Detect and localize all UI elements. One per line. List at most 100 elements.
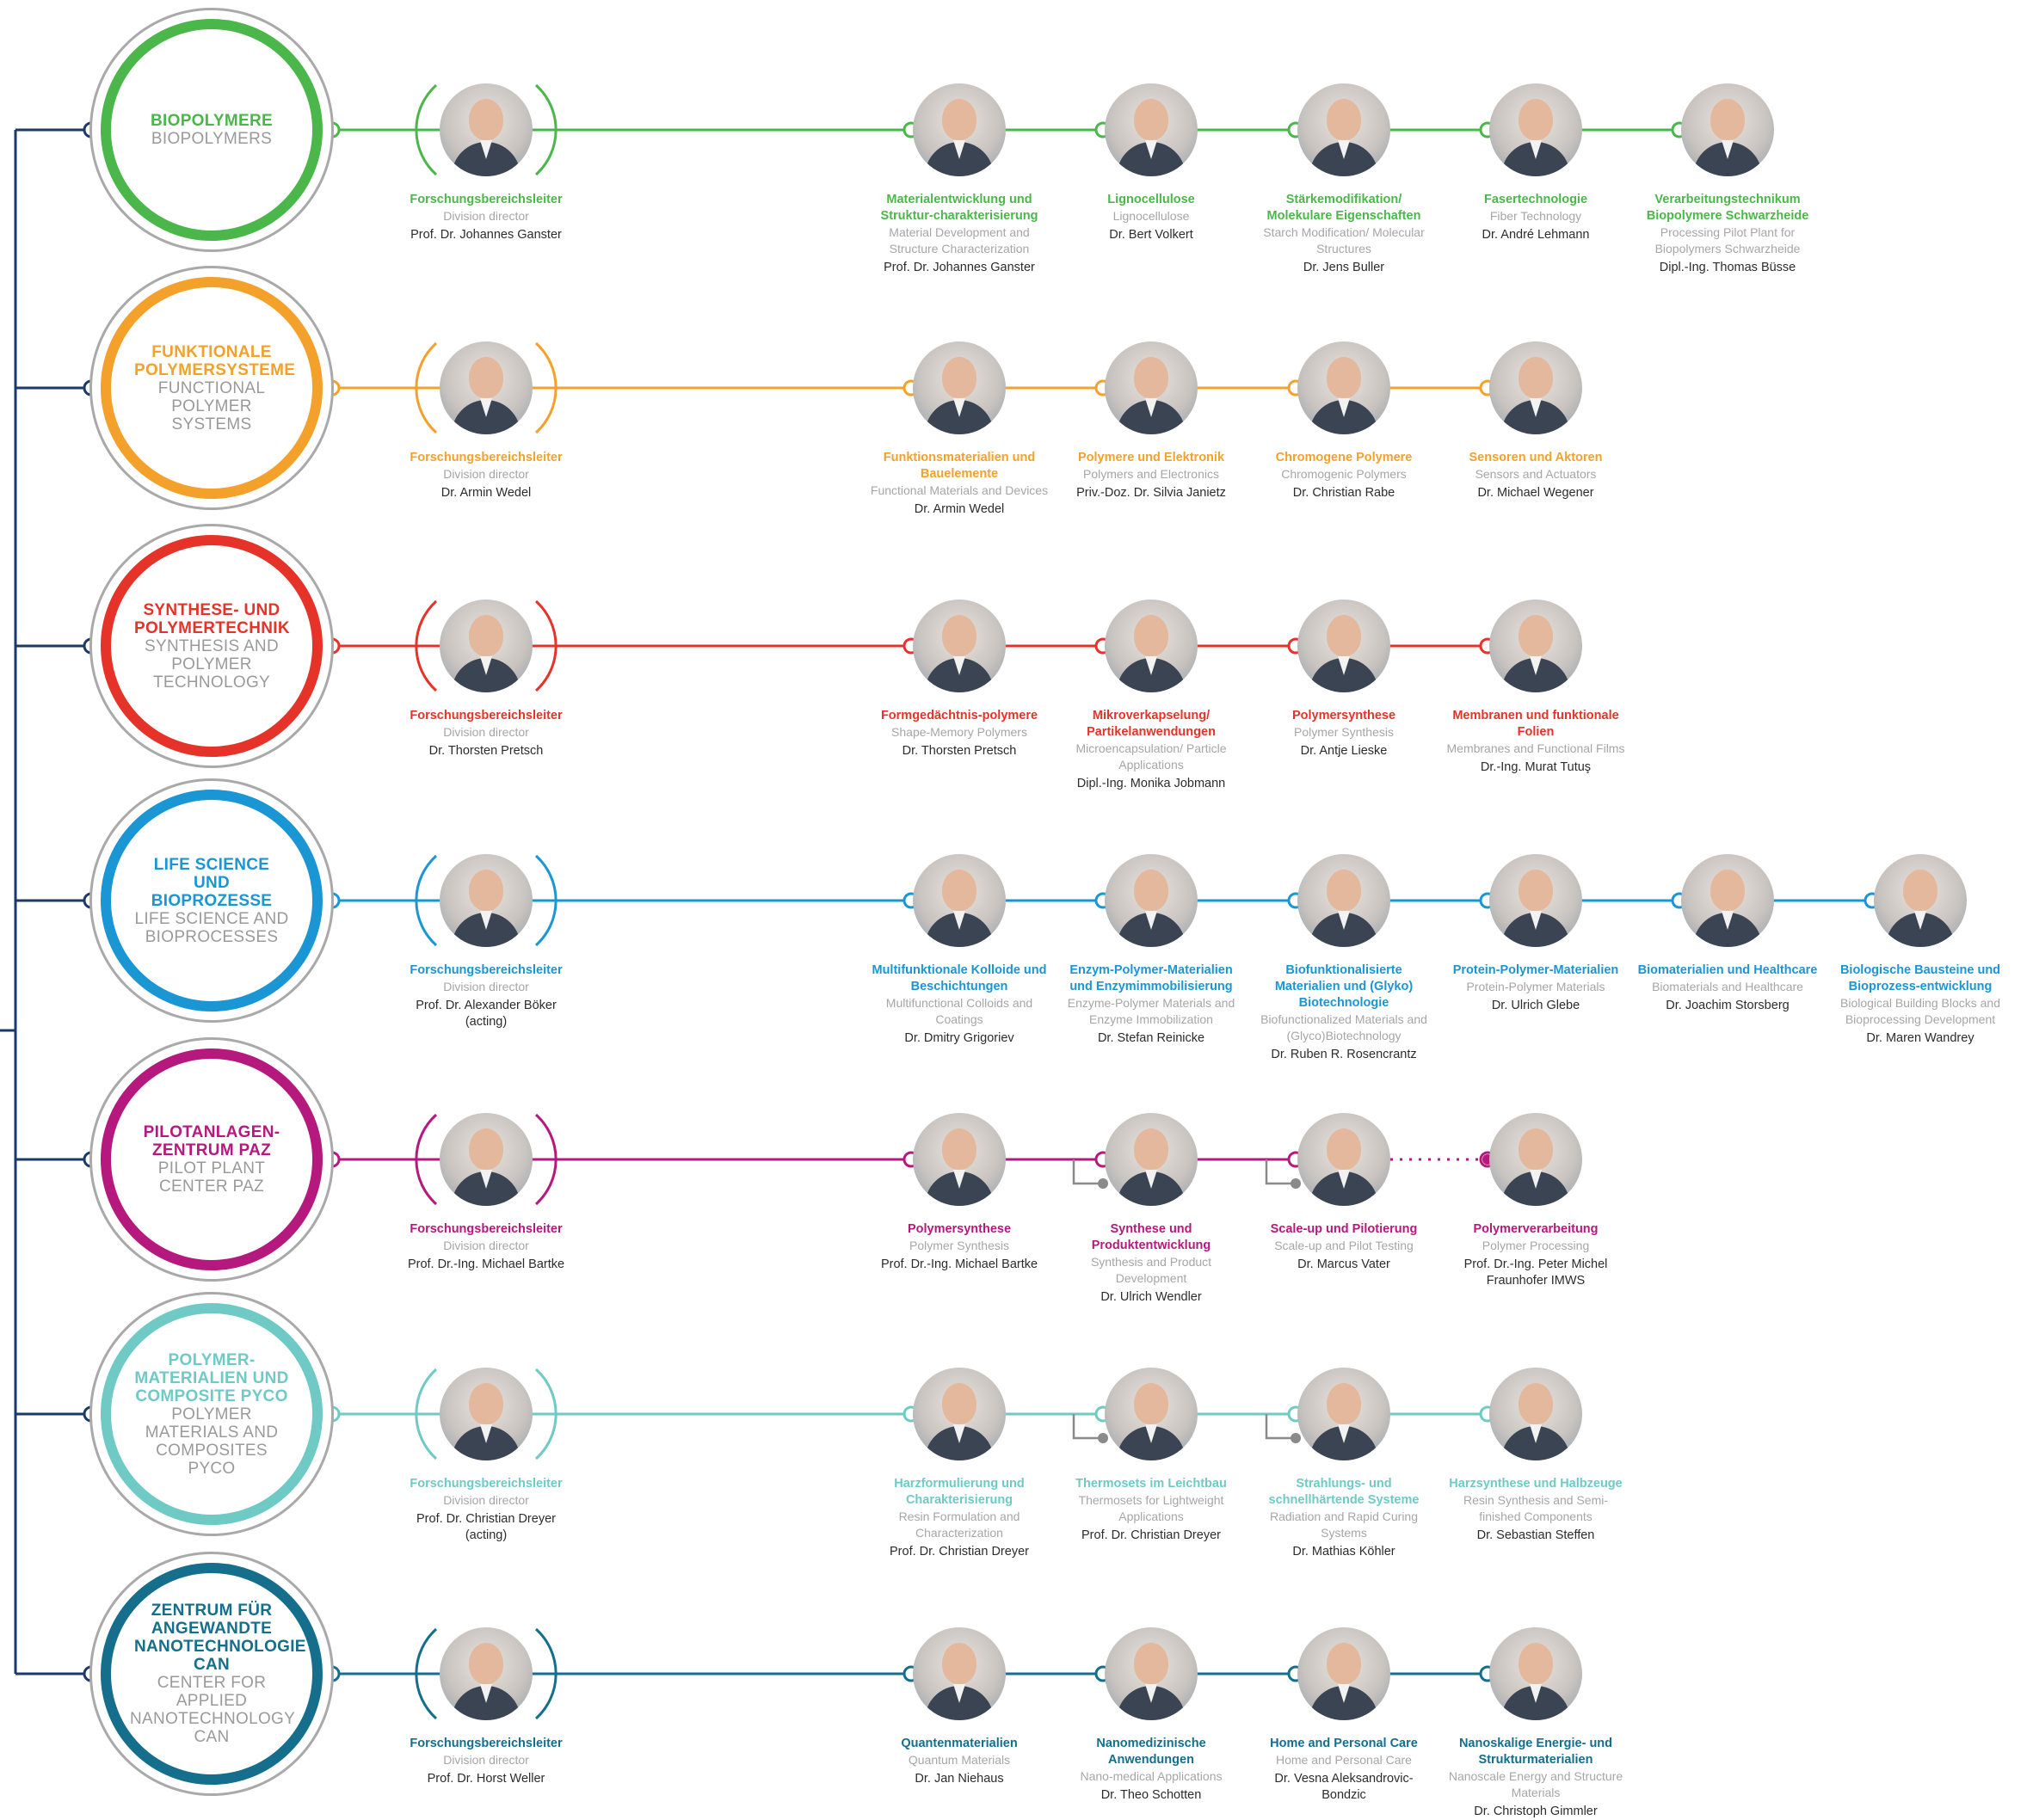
unit-head-name: Dr. Joachim Storsberg [1666,999,1790,1012]
unit-title-en: Biofunctionalized Materials and (Glyco)B… [1260,1012,1427,1042]
director-photo [440,341,533,434]
unit-photo [1105,83,1198,176]
director-photo [440,1368,533,1460]
division-subtitle: FUNCTIONAL POLYMER SYSTEMS [157,378,266,433]
division-node [323,379,341,397]
sub-unit-elbow [1265,1414,1296,1440]
unit-photo [1874,854,1967,947]
unit-title-en: Chromogenic Polymers [1281,467,1407,481]
unit-title-en: Shape-Memory Polymers [891,725,1027,739]
unit-title: Materialentwicklung und Struktur-charakt… [880,193,1038,223]
director-bracket-left [415,1368,438,1460]
director-role-en: Division director [443,1493,529,1507]
unit-title-en: Nano-medical Applications [1080,1769,1223,1783]
unit-head-name: Prof. Dr. Christian Dreyer [1081,1528,1221,1542]
unit-head-name: Dr. Ulrich Wendler [1100,1290,1202,1304]
unit-photo [913,1113,1006,1206]
director-name: Prof. Dr. Johannes Ganster [410,228,562,242]
division-subtitle: SYNTHESIS AND POLYMER TECHNOLOGY [145,636,279,692]
unit-photo [913,83,1006,176]
unit-head-name: Dr. Ruben R. Rosencrantz [1271,1048,1417,1061]
division-subtitle: POLYMER MATERIALS AND COMPOSITES PYCO [145,1405,279,1478]
unit-title-en: Synthesis and Product Development [1090,1255,1212,1285]
unit-photo [1105,341,1198,434]
unit-head-name: Dr.-Ing. Murat Tutuş [1480,760,1592,774]
unit-title-en: Enzyme-Polymer Materials and Enzyme Immo… [1067,996,1235,1026]
director-bracket-left [415,599,438,692]
unit-photo [913,854,1006,947]
unit-head-name: Dr. Thorsten Pretsch [902,744,1017,758]
unit-photo [1681,83,1774,176]
unit-photo [913,341,1006,434]
unit-title: Home and Personal Care [1270,1737,1418,1750]
unit-photo [1297,1113,1390,1206]
trunk-node [83,121,100,138]
unit-title: Multifunktionale Kolloide und Beschichtu… [872,963,1047,993]
unit-head-name: Dipl.-Ing. Monika Jobmann [1076,777,1226,790]
unit-title: Enzym-Polymer-Materialien und Enzymimmob… [1069,963,1233,993]
unit-head-name: Prof. Dr.-Ing. Michael Bartke [880,1257,1038,1271]
unit-head-name: Dr. Vesna Aleksandrovic-Bondzic [1274,1772,1414,1802]
director-photo [440,1113,533,1206]
trunk-node [83,379,100,397]
unit-title: Harzsynthese und Halbzeuge [1449,1477,1623,1491]
unit-head-name: Dr. Mathias Köhler [1292,1545,1395,1559]
unit-head-name: Priv.-Doz. Dr. Silvia Janietz [1076,486,1226,500]
sub-unit-elbow [1265,1159,1296,1185]
unit-photo [913,599,1006,692]
unit-title-en: Nanoscale Energy and Structure Materials [1448,1769,1623,1799]
unit-title-en: Starch Modification/ Molecular Structure… [1263,225,1425,255]
unit-title-en: Polymer Synthesis [1294,725,1394,739]
unit-head-name: Prof. Dr.-Ing. Peter Michel Fraunhofer I… [1463,1257,1608,1288]
unit-head-name: Dipl.-Ing. Thomas Büsse [1659,261,1796,274]
trunk-node [83,1665,100,1682]
sub-unit-dot [1291,1178,1301,1189]
unit-head-name: Dr. Antje Lieske [1300,744,1388,758]
unit-photo [1489,854,1582,947]
division-node [323,1151,341,1168]
director-photo [440,854,533,947]
unit-title: Nanomedizinische Anwendungen [1096,1737,1206,1767]
unit-photo [1105,854,1198,947]
unit-title-en: Resin Formulation and Characterization [898,1509,1020,1540]
unit-label: Biologische Bausteine und Bioprozess-ent… [1830,962,2011,1047]
unit-title-en: Radiation and Rapid Curing Systems [1270,1509,1418,1540]
unit-title: Polymersynthese [1291,709,1396,722]
unit-head-name: Dr. André Lehmann [1482,228,1590,242]
unit-title: Stärkemodifikation/ Molekulare Eigenscha… [1266,193,1421,223]
unit-head-name: Dr. Bert Volkert [1109,228,1193,242]
unit-head-name: Prof. Dr. Christian Dreyer [890,1545,1029,1559]
director-role: Forschungsbereichsleiter [410,963,563,977]
unit-title-en: Polymer Synthesis [909,1239,1009,1252]
unit-title-en: Thermosets for Lightweight Applications [1078,1493,1224,1523]
director-role: Forschungsbereichsleiter [410,709,563,722]
director-bracket-right [534,83,558,176]
unit-title-en: Biological Building Blocks and Bioproces… [1840,996,2000,1026]
unit-photo [1297,1368,1390,1460]
unit-title-en: Microencapsulation/ Particle Application… [1075,741,1227,772]
director-bracket-right [534,1113,558,1206]
director-photo [440,599,533,692]
director-role-en: Division director [443,725,529,739]
director-role: Forschungsbereichsleiter [410,1477,563,1491]
unit-title-en: Material Development and Structure Chara… [889,225,1030,255]
unit-head-name: Prof. Dr. Johannes Ganster [884,261,1035,274]
division-title: POLYMER-MATERIALIEN UND COMPOSITE PYCO [134,1350,289,1405]
unit-head-name: Dr. Stefan Reinicke [1097,1031,1205,1045]
unit-photo [1489,599,1582,692]
